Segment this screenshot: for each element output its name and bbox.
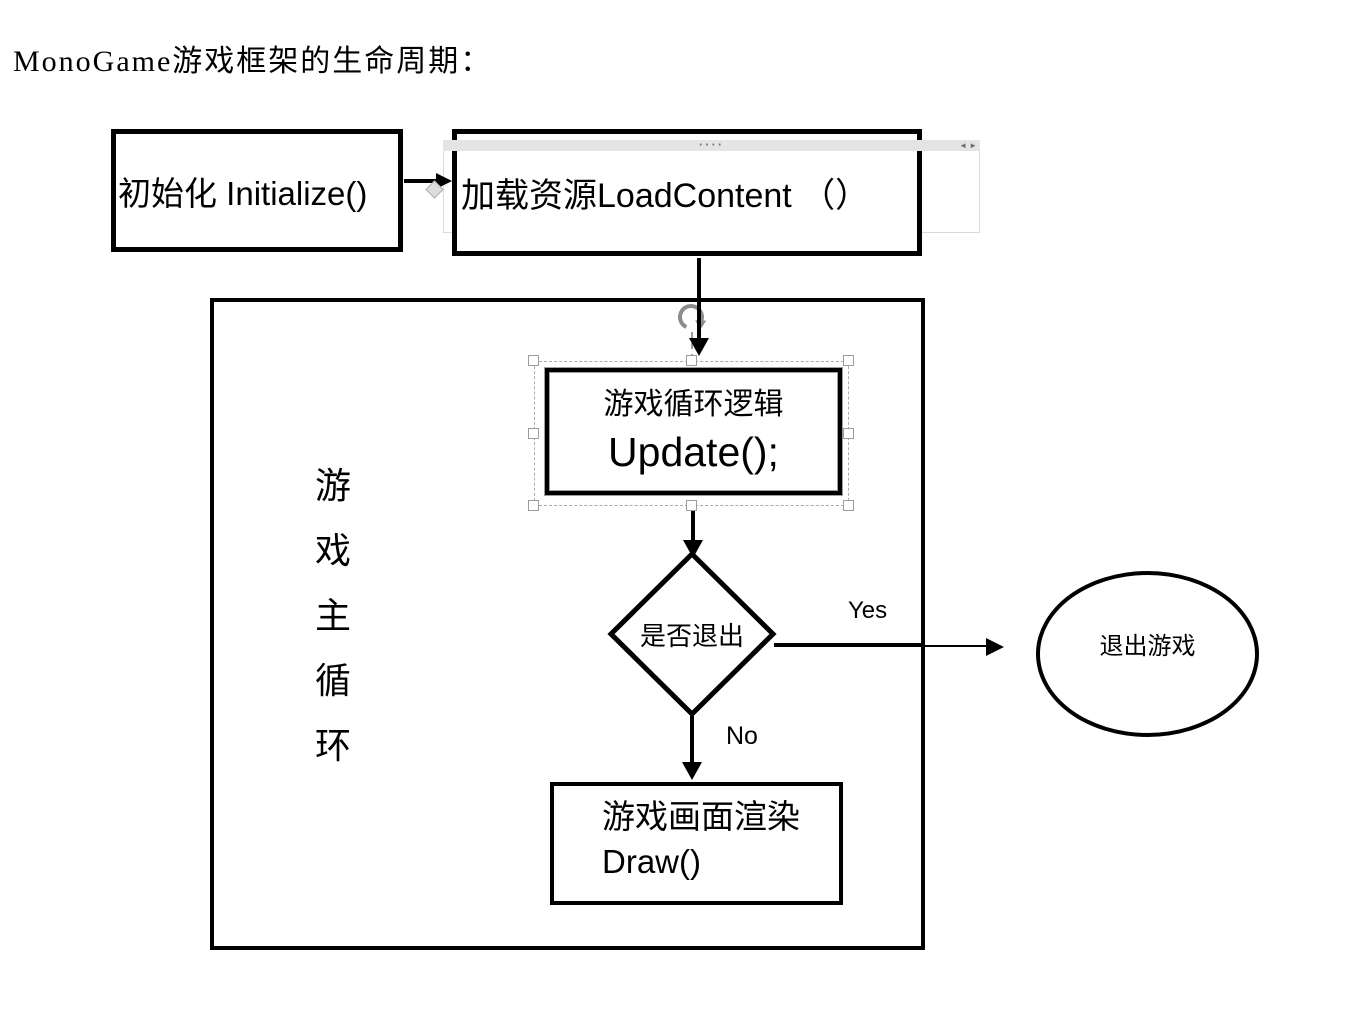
connector-yes-arrowhead [986, 638, 1004, 656]
vlabel-char: 环 [314, 725, 351, 766]
node-decision-label: 是否退出 [639, 620, 744, 651]
node-draw-line1: 游戏画面渲染 [602, 797, 800, 835]
node-initialize-label: 初始化 Initialize() [118, 174, 368, 212]
node-decision[interactable]: 是否退出 [607, 550, 777, 718]
nav-left-icon[interactable]: ◄ [959, 140, 968, 150]
selection-handle-bottom-middle[interactable] [686, 500, 697, 511]
selection-handle-top-middle[interactable] [686, 355, 697, 366]
vlabel-char: 戏 [314, 530, 351, 571]
main-loop-container[interactable] [210, 298, 925, 950]
edge-label-no: No [726, 722, 758, 750]
connector-init-to-load [404, 179, 438, 183]
drag-dots-icon: ···· [698, 137, 725, 152]
panel-nav: ◄► [959, 140, 977, 151]
main-loop-vertical-label: 游 戏 主 循 环 [312, 453, 354, 778]
connector-yes-thick [774, 643, 924, 647]
node-update-line2: Update(); [608, 428, 779, 475]
page-title: MonoGame游戏框架的生命周期： [13, 45, 493, 78]
node-draw[interactable]: 游戏画面渲染 Draw() [550, 782, 843, 905]
vlabel-char: 主 [314, 595, 351, 636]
selection-handle-top-right[interactable] [843, 355, 854, 366]
vlabel-char: 循 [314, 660, 351, 701]
nav-right-icon[interactable]: ► [969, 140, 977, 150]
node-load-content-label: 加载资源LoadContent （） [461, 177, 870, 215]
selection-handle-middle-left[interactable] [528, 428, 539, 439]
node-update-line1: 游戏循环逻辑 [603, 387, 784, 421]
edge-label-yes: Yes [848, 597, 888, 624]
node-exit-game[interactable]: 退出游戏 [1036, 571, 1259, 737]
connector-update-to-decision [691, 509, 695, 540]
connector-load-to-update [697, 258, 701, 340]
connector-update-to-decision-arrowhead [683, 540, 703, 558]
rotate-handle-icon[interactable] [672, 299, 710, 337]
selection-handle-bottom-right[interactable] [843, 500, 854, 511]
connector-yes-thin [924, 645, 988, 647]
node-draw-line2: Draw() [602, 842, 701, 880]
selection-handle-bottom-left[interactable] [528, 500, 539, 511]
connector-no [690, 716, 694, 762]
vlabel-char: 游 [314, 465, 351, 506]
textbox-drag-bar[interactable]: ···· ◄► [443, 137, 980, 152]
selection-handle-top-left[interactable] [528, 355, 539, 366]
connector-load-to-update-arrowhead [689, 338, 709, 356]
connector-no-arrowhead [682, 762, 702, 780]
node-update[interactable]: 游戏循环逻辑 Update(); [545, 368, 842, 495]
selection-handle-middle-right[interactable] [843, 428, 854, 439]
node-initialize[interactable]: 初始化 Initialize() [111, 129, 403, 252]
node-exit-game-label: 退出游戏 [1099, 632, 1196, 660]
diamond-shape [607, 550, 777, 718]
